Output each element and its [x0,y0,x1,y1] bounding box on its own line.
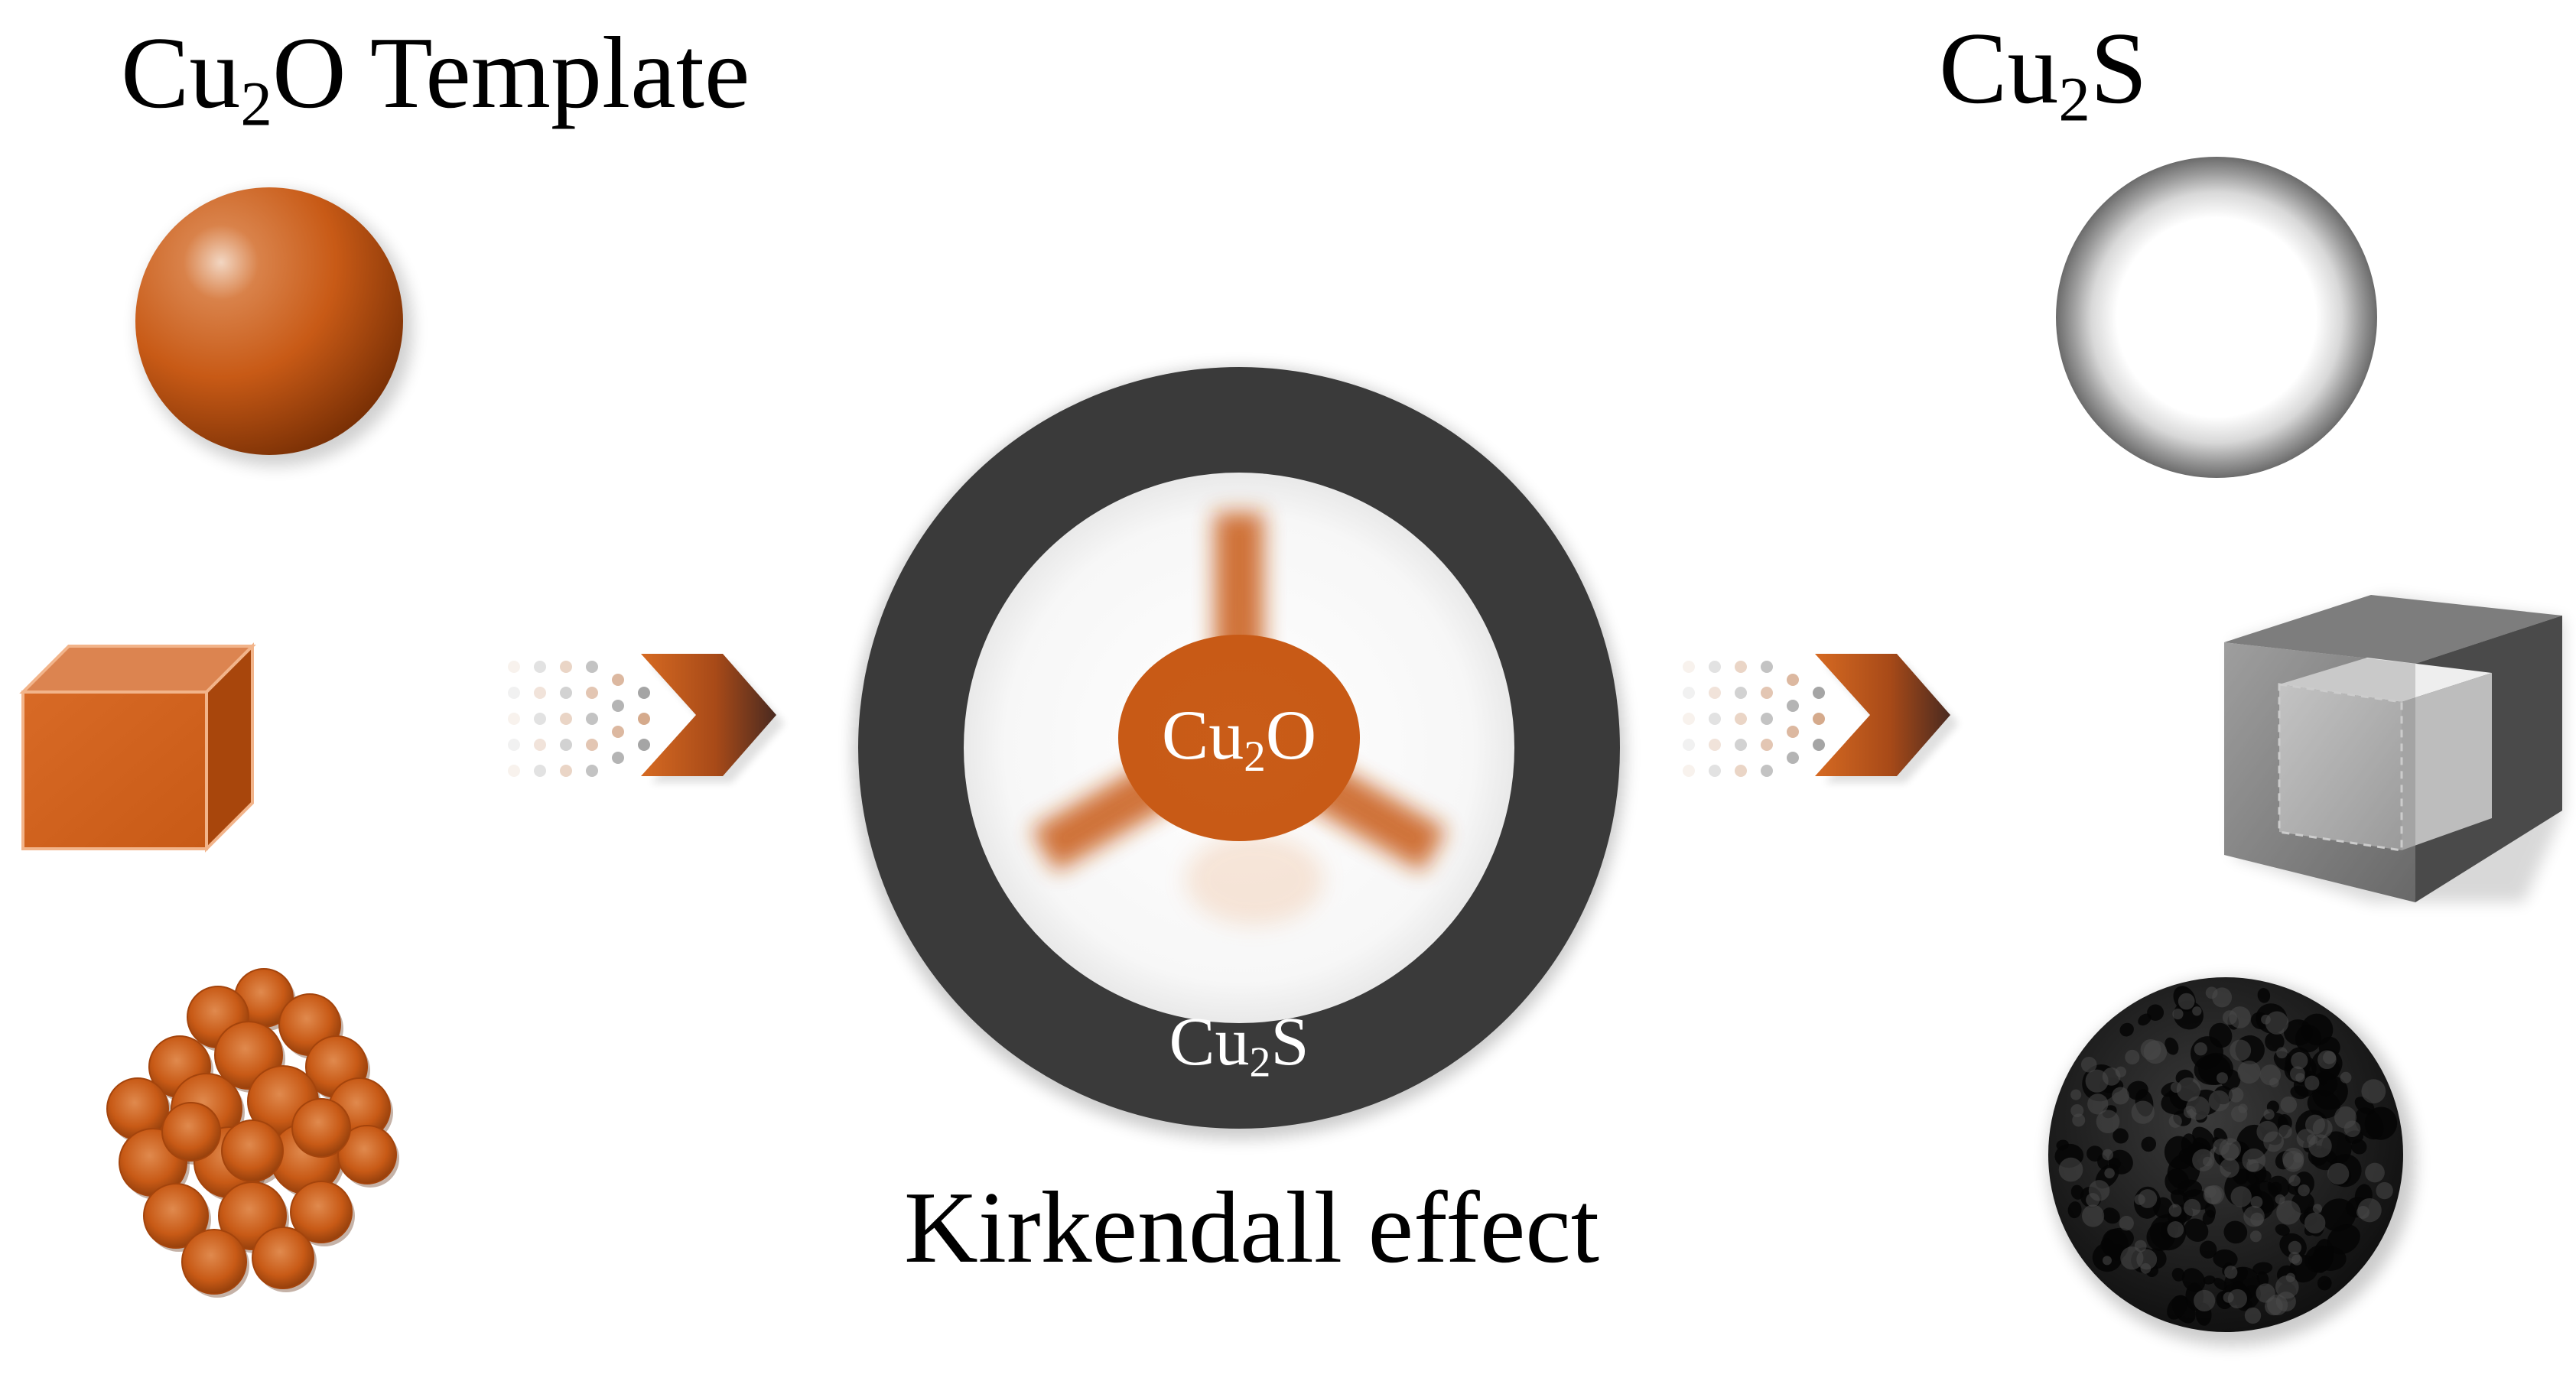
kirkendall-effect-label: Kirkendall effect [904,1171,1600,1284]
shell-label: Cu2S [1169,1004,1309,1087]
cu2o-nanoparticle-cluster-template [106,968,399,1298]
cu2s-porous-sphere [2048,977,2415,1346]
cu2s-hollow-cube [2224,595,2564,902]
arrow-chevron-right [1815,654,1959,783]
diffusion-dots-left [508,661,650,777]
cu2s-product-label: Cu2S [1939,11,2148,135]
cu2o-core [1118,635,1360,841]
diffusion-dots-right [1683,661,1825,777]
arrow-chevron-left [641,654,785,783]
cu2o-cube-template [19,642,256,853]
cu2o-sphere-template [135,187,413,466]
cu2s-hollow-sphere [2056,157,2377,478]
kirkendall-ring [853,367,1625,1139]
core-label: Cu2O [1161,696,1317,781]
cu2o-template-label: Cu2O Template [121,16,750,139]
